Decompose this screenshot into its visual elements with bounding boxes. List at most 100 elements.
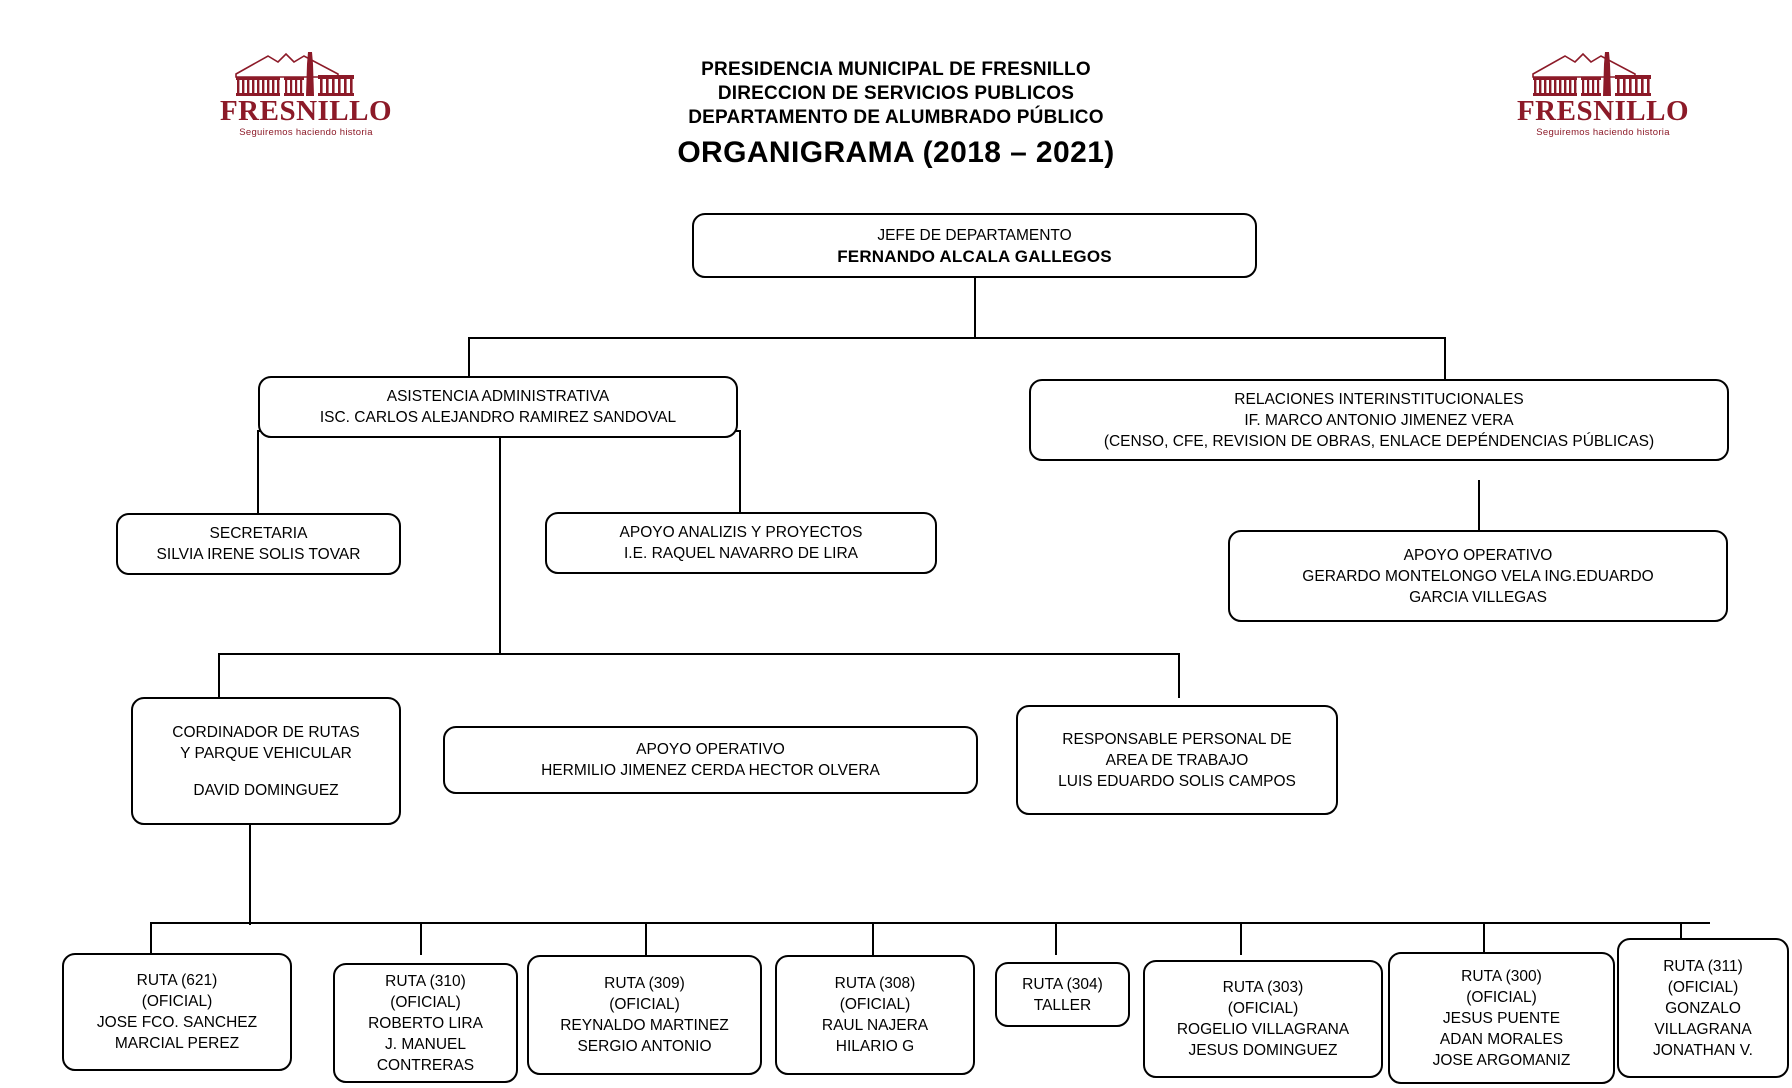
node-line: I.E. RAQUEL NAVARRO DE LIRA xyxy=(624,545,858,562)
route-line: TALLER xyxy=(1033,996,1092,1014)
route-line: RUTA (304) xyxy=(1022,975,1103,993)
connector xyxy=(420,922,422,955)
connector xyxy=(218,653,1180,655)
node-secretaria[interactable]: SECRETARIA SILVIA IRENE SOLIS TOVAR xyxy=(116,513,401,575)
route-line: (OFICIAL) xyxy=(1227,1000,1299,1017)
route-box-ruta-308[interactable]: RUTA (308) (OFICIAL) RAUL NAJERA HILARIO… xyxy=(775,955,975,1075)
route-line: (OFICIAL) xyxy=(1667,978,1739,996)
route-line: (OFICIAL) xyxy=(609,996,680,1013)
logo-tagline: Seguiremos haciendo historia xyxy=(1536,127,1670,138)
route-line: JESUS PUENTE xyxy=(1442,1009,1561,1027)
logo-wordmark: FRESNILLO xyxy=(219,95,393,127)
connector xyxy=(1483,922,1485,955)
connector xyxy=(739,430,741,520)
route-line: RUTA (621) xyxy=(136,972,218,989)
route-line: (OFICIAL) xyxy=(1466,988,1537,1006)
route-line: (OFICIAL) xyxy=(390,993,461,1011)
route-line: RUTA (311) xyxy=(1663,957,1743,975)
route-line: (OFICIAL) xyxy=(141,993,213,1010)
route-line: RUTA (308) xyxy=(834,975,916,992)
route-box-ruta-310[interactable]: RUTA (310) (OFICIAL) ROBERTO LIRA J. MAN… xyxy=(333,963,518,1083)
route-line: RUTA (310) xyxy=(385,972,466,990)
node-line: APOYO OPERATIVO xyxy=(1403,546,1553,564)
route-line: ROGELIO VILLAGRANA xyxy=(1176,1021,1350,1038)
route-line: RUTA (303) xyxy=(1222,979,1304,996)
node-line: DAVID DOMINGUEZ xyxy=(193,781,339,799)
route-line: REYNALDO MARTINEZ xyxy=(560,1017,729,1034)
route-line: CONTRERAS xyxy=(376,1056,475,1074)
connector xyxy=(974,277,976,337)
route-box-ruta-300[interactable]: RUTA (300) (OFICIAL) JESUS PUENTE ADAN M… xyxy=(1388,952,1615,1084)
connector xyxy=(249,825,251,925)
route-line: J. MANUEL xyxy=(385,1035,466,1053)
node-line: Y PARQUE VEHICULAR xyxy=(180,744,352,762)
node-line: RESPONSABLE PERSONAL DE xyxy=(1062,730,1292,748)
node-line: APOYO ANALIZIS Y PROYECTOS xyxy=(619,524,863,541)
connector xyxy=(1178,653,1180,698)
connector xyxy=(872,922,874,955)
fresnillo-logo-right: FRESNILLO Seguiremos haciendo historia xyxy=(1503,44,1703,138)
node-apoyo-operativo-relaciones[interactable]: APOYO OPERATIVO GERARDO MONTELONGO VELA … xyxy=(1228,530,1728,622)
header-line-1: PRESIDENCIA MUNICIPAL DE FRESNILLO xyxy=(701,59,1091,80)
logo-tagline: Seguiremos haciendo historia xyxy=(239,127,373,138)
route-line: ADAN MORALES xyxy=(1439,1030,1564,1048)
route-line: JONATHAN V. xyxy=(1653,1041,1753,1059)
route-line: RUTA (300) xyxy=(1461,967,1542,985)
connector xyxy=(1444,337,1446,380)
connector xyxy=(1478,480,1480,530)
route-box-ruta-304[interactable]: RUTA (304) TALLER xyxy=(995,962,1130,1027)
node-line: IF. MARCO ANTONIO JIMENEZ VERA xyxy=(1244,411,1514,429)
node-cordinador-de-rutas[interactable]: CORDINADOR DE RUTAS Y PARQUE VEHICULAR D… xyxy=(131,697,401,825)
connector xyxy=(468,337,470,380)
fresnillo-monument-icon xyxy=(1532,52,1651,96)
connector xyxy=(468,337,1446,339)
node-relaciones-interinstitucionales[interactable]: RELACIONES INTERINSTITUCIONALES IF. MARC… xyxy=(1029,379,1729,461)
logo-wordmark: FRESNILLO xyxy=(1516,95,1690,127)
connector xyxy=(1240,922,1242,955)
route-line: JESUS DOMINGUEZ xyxy=(1188,1042,1338,1059)
node-line: SECRETARIA xyxy=(209,525,308,542)
node-line: APOYO OPERATIVO xyxy=(636,741,785,758)
route-line: RAUL NAJERA xyxy=(821,1017,929,1034)
connector xyxy=(499,430,501,655)
route-box-ruta-621[interactable]: RUTA (621) (OFICIAL) JOSE FCO. SANCHEZ M… xyxy=(62,953,292,1071)
node-apoyo-operativo-rutas[interactable]: APOYO OPERATIVO HERMILIO JIMENEZ CERDA H… xyxy=(443,726,978,794)
node-jefe-de-departamento[interactable]: JEFE DE DEPARTAMENTO FERNANDO ALCALA GAL… xyxy=(692,213,1257,278)
node-line: RELACIONES INTERINSTITUCIONALES xyxy=(1234,390,1524,408)
node-line: AREA DE TRABAJO xyxy=(1105,751,1249,769)
route-line: GONZALO xyxy=(1665,999,1741,1017)
connector xyxy=(150,922,152,955)
header-line-2: DIRECCION DE SERVICIOS PUBLICOS xyxy=(717,83,1075,104)
connector xyxy=(150,922,1710,924)
node-asistencia-administrativa[interactable]: ASISTENCIA ADMINISTRATIVA ISC. CARLOS AL… xyxy=(258,376,738,438)
route-line: MARCIAL PEREZ xyxy=(114,1035,240,1052)
node-line: JEFE DE DEPARTAMENTO xyxy=(877,226,1072,244)
fresnillo-monument-icon xyxy=(235,52,354,96)
route-line: HILARIO G xyxy=(835,1038,915,1055)
route-line: JOSE FCO. SANCHEZ xyxy=(96,1014,258,1031)
node-line: GERARDO MONTELONGO VELA ING.EDUARDO xyxy=(1302,567,1654,585)
header-line-3: DEPARTAMENTO DE ALUMBRADO PÚBLICO xyxy=(688,107,1104,128)
node-line: ISC. CARLOS ALEJANDRO RAMIREZ SANDOVAL xyxy=(319,409,677,426)
route-line: VILLAGRANA xyxy=(1654,1020,1752,1038)
node-line: CORDINADOR DE RUTAS xyxy=(172,723,360,741)
node-line: GARCIA VILLEGAS xyxy=(1409,588,1547,606)
node-line: FERNANDO ALCALA GALLEGOS xyxy=(837,246,1112,266)
route-box-ruta-303[interactable]: RUTA (303) (OFICIAL) ROGELIO VILLAGRANA … xyxy=(1143,960,1383,1078)
node-line: HERMILIO JIMENEZ CERDA HECTOR OLVERA xyxy=(541,762,880,779)
connector xyxy=(1680,922,1682,942)
route-line: JOSE ARGOMANIZ xyxy=(1432,1051,1571,1069)
node-line: (CENSO, CFE, REVISION DE OBRAS, ENLACE D… xyxy=(1103,432,1655,450)
fresnillo-logo-left: FRESNILLO Seguiremos haciendo historia xyxy=(206,44,406,138)
node-responsable-personal-de-area[interactable]: RESPONSABLE PERSONAL DE AREA DE TRABAJO … xyxy=(1016,705,1338,815)
node-line: LUIS EDUARDO SOLIS CAMPOS xyxy=(1058,772,1296,790)
route-box-ruta-309[interactable]: RUTA (309) (OFICIAL) REYNALDO MARTINEZ S… xyxy=(527,955,762,1075)
route-box-ruta-311[interactable]: RUTA (311) (OFICIAL) GONZALO VILLAGRANA … xyxy=(1617,938,1789,1078)
route-line: RUTA (309) xyxy=(604,975,685,992)
document-header: PRESIDENCIA MUNICIPAL DE FRESNILLO DIREC… xyxy=(0,58,1792,130)
node-apoyo-analizis-y-proyectos[interactable]: APOYO ANALIZIS Y PROYECTOS I.E. RAQUEL N… xyxy=(545,512,937,574)
connector xyxy=(218,653,220,698)
connector xyxy=(257,430,259,520)
route-line: SERGIO ANTONIO xyxy=(577,1038,712,1055)
